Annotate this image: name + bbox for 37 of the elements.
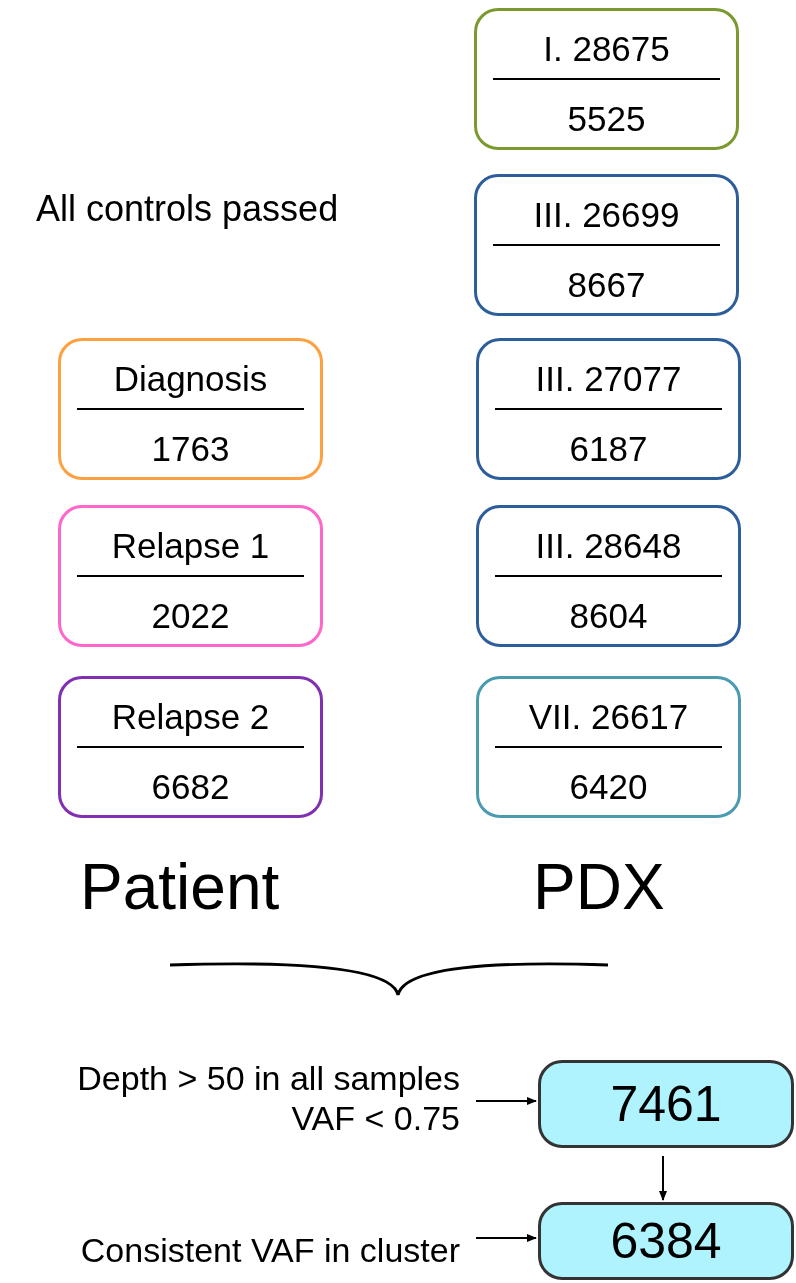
sample-box: [476, 505, 741, 647]
count-box: [538, 1202, 794, 1280]
sample-box: [58, 338, 323, 480]
variant-count: 5525: [567, 99, 646, 139]
sample-box: [476, 338, 741, 480]
group-label: PDX: [533, 850, 665, 924]
sample-box: [474, 174, 739, 316]
arrow: [475, 1097, 537, 1105]
variant-count: 7461: [610, 1076, 722, 1132]
sample-name: Diagnosis: [113, 359, 268, 399]
variant-count: 8667: [567, 265, 646, 305]
arrow: [475, 1234, 537, 1242]
variant-count: 6384: [610, 1213, 722, 1269]
criteria-text: Consistent VAF in cluster: [79, 1230, 460, 1270]
sample-name: III. 26699: [533, 195, 680, 235]
sample-box: [58, 676, 323, 818]
sample-name: III. 27077: [535, 359, 682, 399]
sample-name: Relapse 2: [111, 697, 270, 737]
criteria-text: Depth > 50 in all samples: [76, 1058, 460, 1098]
variant-count: 6682: [151, 767, 230, 807]
sample-name: I. 28675: [543, 29, 670, 69]
criteria-text: VAF < 0.75: [290, 1098, 460, 1138]
note-text: All controls passed: [36, 188, 339, 230]
variant-count: 2022: [151, 596, 230, 636]
sample-name: VII. 26617: [528, 697, 689, 737]
variant-count: 8604: [569, 596, 648, 636]
variant-count: 6420: [569, 767, 648, 807]
sample-box: [58, 505, 323, 647]
count-box: [538, 1060, 794, 1148]
variant-count: 6187: [569, 429, 648, 469]
group-label: Patient: [80, 850, 280, 924]
arrow: [659, 1155, 667, 1201]
sample-name: III. 28648: [535, 526, 682, 566]
sample-name: Relapse 1: [111, 526, 270, 566]
sample-box: [474, 8, 739, 150]
variant-count: 1763: [151, 429, 230, 469]
sample-box: [476, 676, 741, 818]
